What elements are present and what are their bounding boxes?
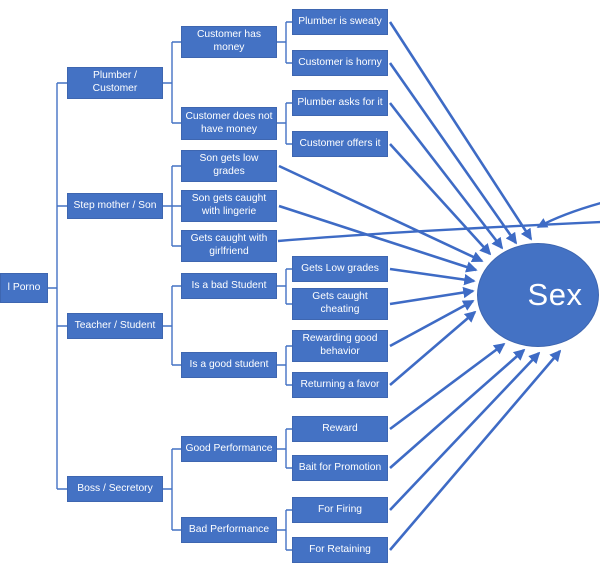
node-label: Customer has money (196, 29, 262, 53)
arrow-for-retaining-to-sex (389, 349, 562, 551)
node-customer-offers: Customer offers it (292, 131, 388, 157)
connector-boss-children (163, 448, 181, 531)
node-bad-performance: Bad Performance (181, 517, 277, 543)
node-son-caught-lingerie: Son gets caught with lingerie (181, 190, 277, 222)
arrow-gets-low-grades-to-sex (389, 267, 476, 286)
node-boss-secretory: Boss / Secretory (67, 476, 163, 502)
arrow-rewarding-behavior-to-sex (389, 299, 475, 348)
connector-has-money-children (277, 21, 292, 64)
node-root-porno: l Porno (0, 273, 48, 303)
node-label: Plumber / Customer (92, 70, 138, 94)
node-label: Son gets low grades (199, 153, 259, 177)
node-bait-for-promotion: Bait for Promotion (292, 455, 388, 481)
node-customer-has-money: Customer has money (181, 26, 277, 58)
node-is-bad-student: Is a bad Student (181, 273, 277, 299)
node-plumber-customer: Plumber / Customer (67, 67, 163, 99)
node-sex-ellipse: Sex (477, 243, 599, 347)
node-label: Gets caught with girlfriend (190, 233, 268, 257)
node-label: Son gets caught with lingerie (191, 193, 267, 217)
sink-label: Sex (527, 277, 583, 312)
node-label: Customer does not have money (185, 110, 273, 135)
node-label: Rewarding good behavior (302, 333, 378, 357)
node-caught-with-girlfriend: Gets caught with girlfriend (181, 230, 277, 262)
arrow-for-firing-to-sex (389, 351, 541, 511)
connector-root-to-categories (48, 82, 67, 490)
node-returning-a-favor: Returning a favor (292, 372, 388, 398)
node-plumber-asks: Plumber asks for it (292, 90, 388, 116)
arrow-returning-favor-to-sex (389, 310, 477, 386)
connector-bad-student-children (277, 268, 292, 305)
arrow-caught-cheating-to-sex (389, 286, 475, 306)
connector-stepmother-children (163, 165, 181, 247)
node-customer-no-money: Customer does not have money (181, 107, 277, 140)
arrow-son-low-grades-to-sex (278, 164, 484, 263)
node-is-good-student: Is a good student (181, 352, 277, 378)
connector-bad-performance-children (277, 509, 292, 551)
arrow-customer-offers-to-sex (389, 143, 492, 256)
node-rewarding-good-behavior: Rewarding good behavior (292, 330, 388, 362)
node-gets-low-grades: Gets Low grades (292, 256, 388, 282)
node-teacher-student: Teacher / Student (67, 313, 163, 339)
arrow-plumber-sweaty-to-sex (388, 21, 533, 241)
node-plumber-is-sweaty: Plumber is sweaty (292, 9, 388, 35)
node-stepmother-son: Step mother / Son (67, 193, 163, 219)
node-for-firing: For Firing (292, 497, 388, 523)
arrow-bait-promotion-to-sex (389, 348, 526, 469)
connector-good-performance-children (277, 428, 292, 469)
node-customer-is-horny: Customer is horny (292, 50, 388, 76)
arc-girlfriend-return (536, 202, 600, 229)
arrow-plumber-asks-to-sex (388, 102, 504, 250)
node-label: Gets caught cheating (312, 291, 368, 315)
connector-no-money-children (277, 102, 292, 145)
node-son-low-grades: Son gets low grades (181, 150, 277, 182)
node-gets-caught-cheating: Gets caught cheating (292, 288, 388, 320)
node-reward: Reward (292, 416, 388, 442)
connector-teacher-children (163, 285, 181, 366)
arrow-reward-to-sex (389, 342, 506, 431)
connector-plumber-children (163, 41, 181, 124)
arc-girlfriend-outbound (277, 220, 600, 243)
node-good-performance: Good Performance (181, 436, 277, 462)
arrow-customer-horny-to-sex (388, 62, 518, 245)
connector-good-student-children (277, 345, 292, 386)
node-for-retaining: For Retaining (292, 537, 388, 563)
